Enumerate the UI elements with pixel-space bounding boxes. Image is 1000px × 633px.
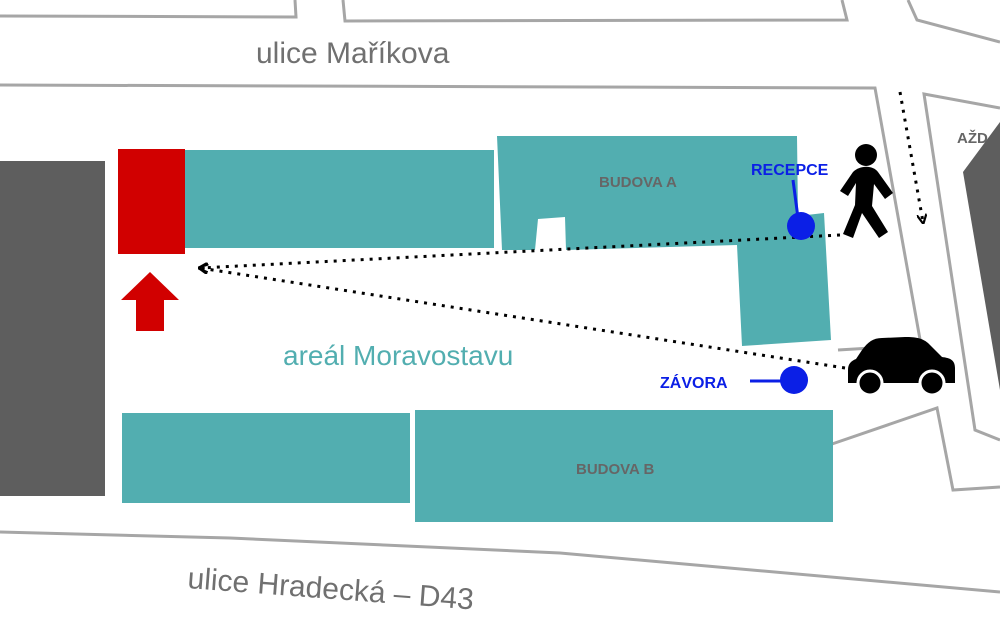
building-a xyxy=(497,136,831,346)
dark-building-east xyxy=(963,122,1000,390)
dark-building-west xyxy=(0,161,105,496)
building-north-west xyxy=(182,150,494,248)
target-entrance-block xyxy=(118,149,185,254)
block-outline-nw xyxy=(0,0,298,19)
building-a-label: BUDOVA A xyxy=(599,174,677,191)
area-label: areál Moravostavu xyxy=(283,340,513,371)
block-outline-ne xyxy=(906,0,1000,44)
car-route xyxy=(200,268,846,370)
street-label-south: ulice Hradecká – D43 xyxy=(186,562,474,616)
pedestrian-icon xyxy=(840,144,893,238)
building-b-label: BUDOVA B xyxy=(576,461,655,478)
barrier-label: ZÁVORA xyxy=(660,373,728,392)
street-route xyxy=(898,91,923,222)
east-block-edge xyxy=(922,92,1000,442)
barrier-marker xyxy=(780,366,808,394)
south-street-edge xyxy=(0,530,1000,594)
arrow-up-icon xyxy=(121,272,179,331)
building-b xyxy=(415,410,833,522)
reception-marker xyxy=(787,212,815,240)
building-south-west xyxy=(122,413,410,503)
car-icon xyxy=(848,337,955,397)
southeast-block-edge xyxy=(831,406,1000,492)
block-outline-n xyxy=(341,0,849,23)
reception-label: RECEPCE xyxy=(751,162,829,179)
reception-pointer xyxy=(791,179,800,219)
routes xyxy=(200,91,923,370)
street-label-north: ulice Maříkova xyxy=(256,37,450,70)
street-label-east: AŽD xyxy=(957,129,988,147)
